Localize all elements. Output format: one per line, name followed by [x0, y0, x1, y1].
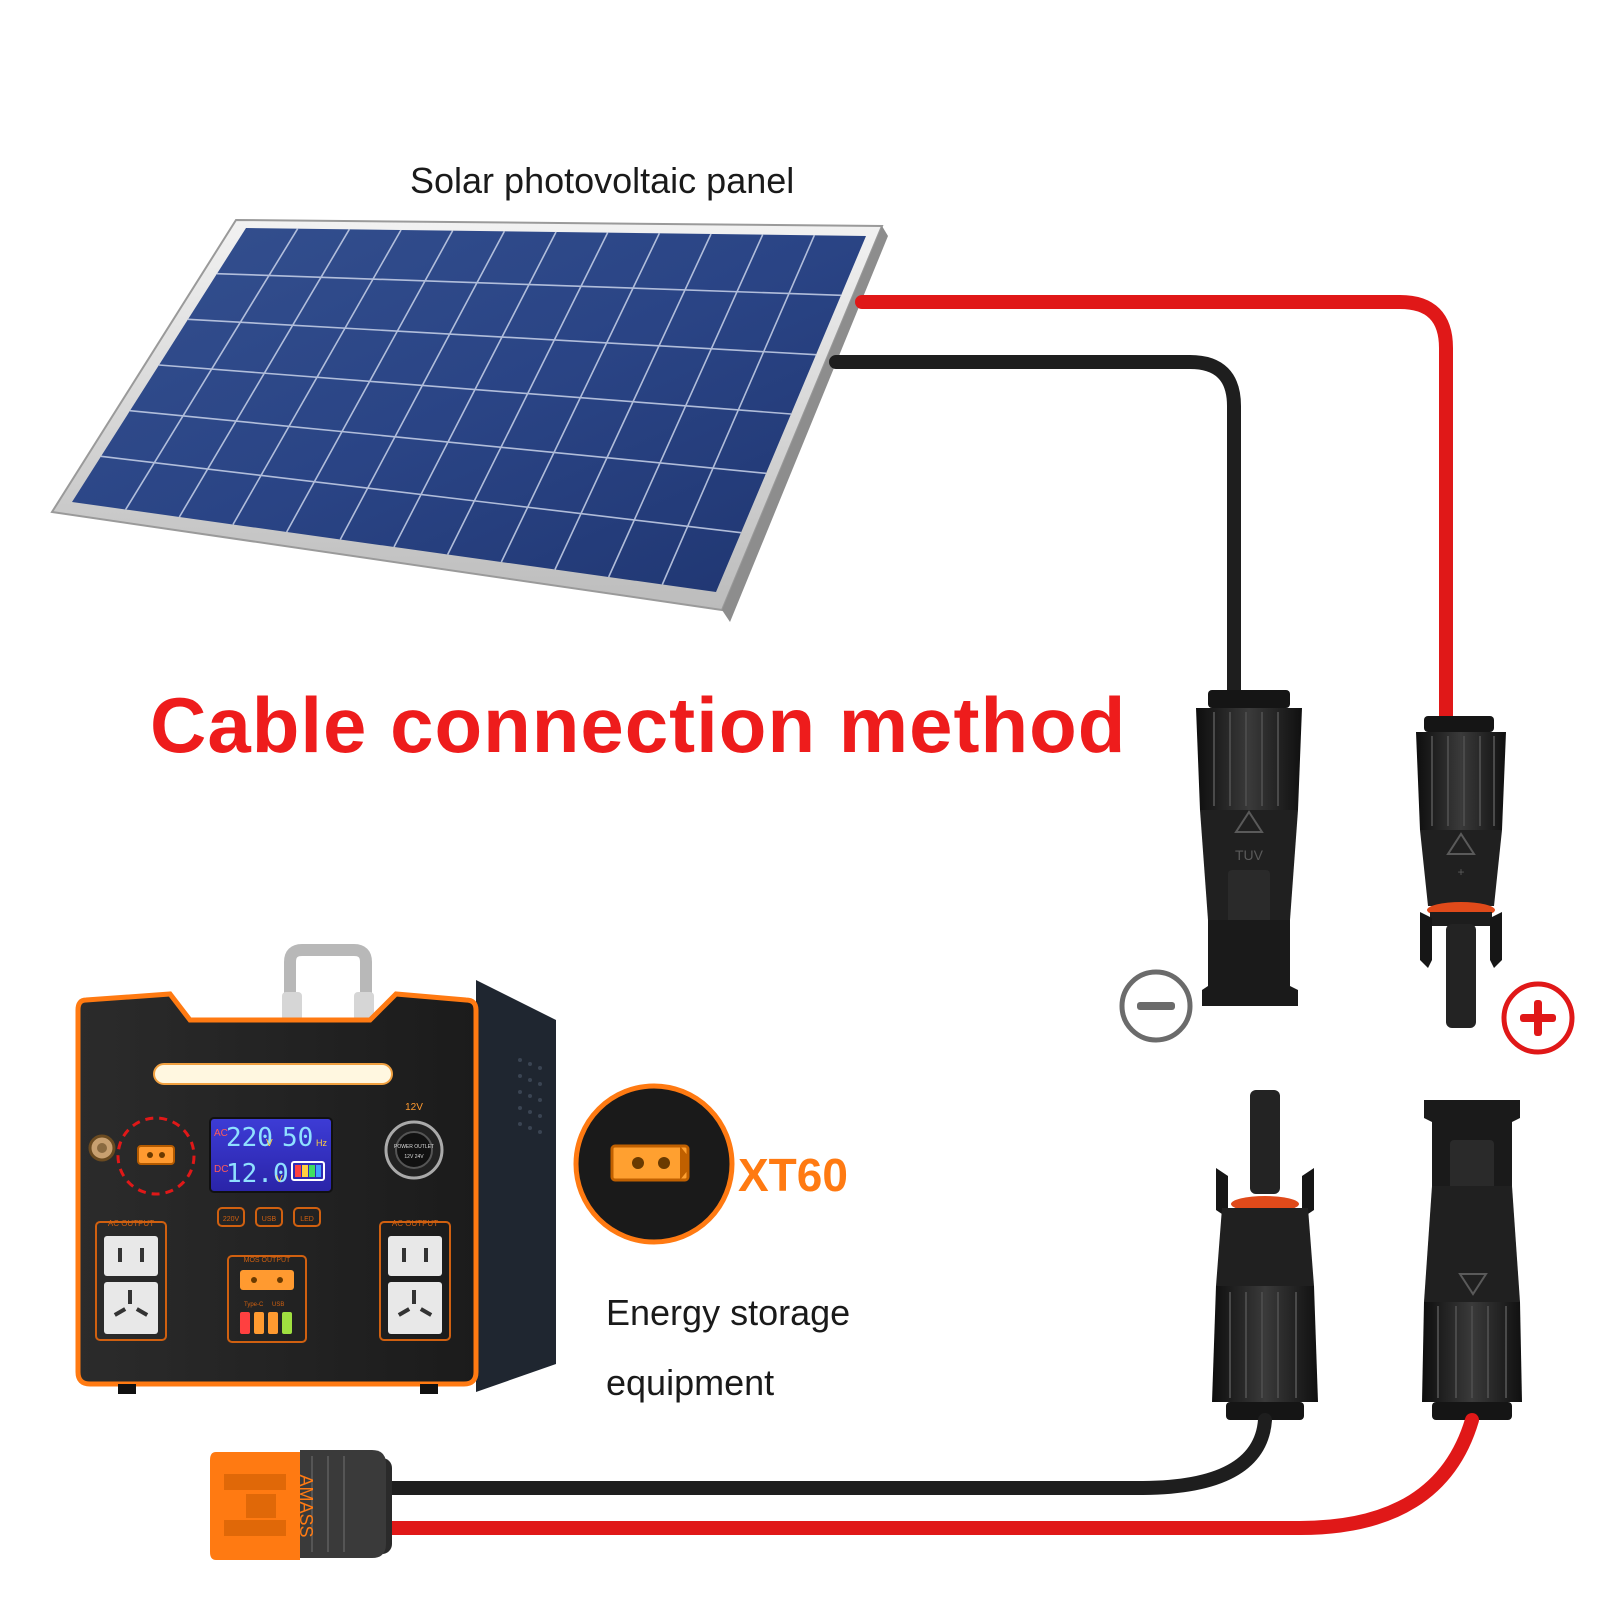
mc4-male-positive-upper: + [1416, 716, 1506, 1028]
mode-buttons: 220V USB LED [217, 1207, 321, 1227]
xt60-port-zoom [610, 1144, 690, 1182]
panel-cell-grid [100, 228, 842, 585]
panel-cell-line [158, 364, 792, 415]
xt60-port-highlight [116, 1116, 196, 1196]
lcd-dc-value: 12.0 [226, 1159, 289, 1189]
btn-220v-label: 220V [223, 1216, 240, 1223]
battery-icon [291, 1161, 325, 1181]
tuv-mark: TUV [1235, 847, 1264, 863]
lcd-freq-value: 50 [282, 1123, 313, 1153]
energy-storage-device: AC 220 V 50 Hz DC 12.0 V 220V USB LED [75, 944, 556, 1394]
lcd-ac-tag: AC [214, 1128, 228, 1139]
ac-output-right-label: AC OUTPUT [392, 1219, 438, 1228]
lcd-ac-value: 220 [226, 1123, 273, 1153]
plus-icon [1501, 981, 1575, 1055]
storage-label-line1: Energy storage [606, 1292, 851, 1333]
panel-cells [72, 228, 866, 592]
positive-cable-lower [373, 1413, 1479, 1535]
ac-output-left: AC OUTPUT [95, 1219, 167, 1341]
positive-cable-upper [855, 295, 1453, 727]
car-socket: 12V POWER OUTLET 12V 24V [384, 1102, 444, 1180]
btn-usb-label: USB [262, 1216, 277, 1223]
power-knob [88, 1134, 116, 1162]
storage-label-line2: equipment [606, 1362, 775, 1403]
panel-cell-line [216, 272, 842, 297]
lcd-dc-unit: V [276, 1174, 283, 1185]
xt60-brand-text: AMASS [296, 1474, 316, 1537]
xt60-label: XT60 [738, 1149, 848, 1201]
car-socket-text: POWER OUTLET [394, 1144, 434, 1150]
ac-output-right: AC OUTPUT [379, 1219, 451, 1341]
svg-text:+: + [1457, 865, 1464, 879]
lcd-dc-tag: DC [214, 1164, 228, 1175]
negative-cable-upper [829, 355, 1241, 707]
negative-cable-lower [373, 1413, 1272, 1495]
xt60-port-small [137, 1145, 175, 1165]
mos-output-label: MOS OUTPUT [244, 1257, 291, 1264]
lcd-freq-unit: Hz [316, 1138, 327, 1148]
mc4-female-positive-lower [1422, 1100, 1522, 1420]
mc4-male-negative-lower [1212, 1090, 1318, 1420]
dc-usb-panel: MOS OUTPUT Type-C USB [227, 1255, 307, 1343]
solar-panel [50, 218, 888, 622]
panel-frame-edge [722, 226, 888, 622]
mc4-female-negative-upper: TUV [1196, 690, 1302, 1006]
diagram-title: Cable connection method [150, 681, 1127, 769]
usb-label: USB [272, 1302, 284, 1308]
car-12v-label: 12V [405, 1102, 423, 1113]
typec-label: Type-C [244, 1302, 264, 1308]
lcd-ac-unit: V [266, 1138, 273, 1149]
panel-cell-line [129, 409, 767, 475]
ac-output-left-label: AC OUTPUT [108, 1219, 154, 1228]
car-socket-sub: 12V 24V [404, 1154, 424, 1160]
panel-cell-line [187, 318, 817, 356]
xt60-plug: AMASS [210, 1450, 392, 1560]
btn-led-label: LED [300, 1216, 314, 1223]
xt60-zoom-bubble [573, 1083, 735, 1245]
minus-icon [1119, 969, 1193, 1043]
solar-panel-label: Solar photovoltaic panel [410, 160, 795, 201]
panel-cell-line [100, 455, 742, 534]
